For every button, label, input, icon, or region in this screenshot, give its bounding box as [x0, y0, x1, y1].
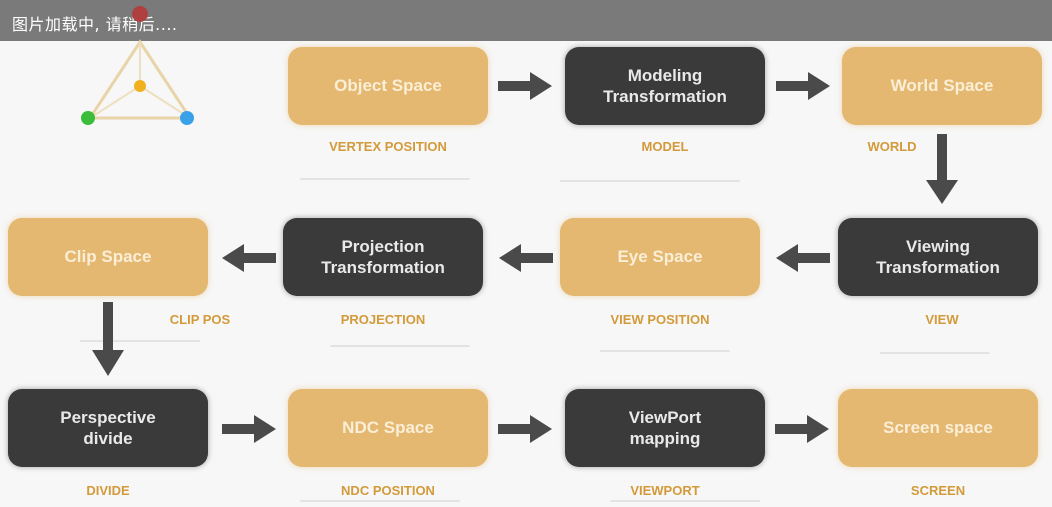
arrow-down-icon: [92, 302, 124, 376]
caption-viewport: VIEWPORT: [630, 483, 700, 498]
caption-modeling: MODEL: [641, 139, 689, 154]
caption-ndc-space: NDC POSITION: [341, 483, 435, 498]
arrow-right-icon: [498, 72, 552, 100]
triangle-logo-icon: [81, 6, 194, 125]
node-eye-space: Eye Space: [560, 218, 760, 296]
node-viewport-mapping: ViewPort mapping: [565, 389, 765, 467]
arrow-down-icon: [926, 134, 958, 204]
caption-screen-space: SCREEN: [910, 483, 966, 498]
arrow-right-icon: [222, 415, 276, 443]
node-screen-space: Screen space: [838, 389, 1038, 467]
node-viewing-transformation: Viewing Transformation: [838, 218, 1038, 296]
loading-banner: 图片加载中, 请稍后....: [0, 0, 1052, 41]
caption-clip-space: CLIP POS: [169, 312, 231, 327]
arrow-left-icon: [222, 244, 276, 272]
caption-object-space: VERTEX POSITION: [329, 139, 447, 154]
arrow-right-icon: [776, 72, 830, 100]
arrow-left-icon: [499, 244, 553, 272]
arrow-left-icon: [776, 244, 830, 272]
node-projection-transformation: Projection Transformation: [283, 218, 483, 296]
arrow-right-icon: [775, 415, 829, 443]
node-ndc-space: NDC Space: [288, 389, 488, 467]
node-object-space: Object Space: [288, 47, 488, 125]
node-perspective-divide: Perspective divide: [8, 389, 208, 467]
caption-projection: PROJECTION: [340, 312, 426, 327]
node-world-space: World Space: [842, 47, 1042, 125]
caption-world-space: WORLD: [867, 139, 917, 154]
arrow-right-icon: [498, 415, 552, 443]
node-modeling-transformation: Modeling Transformation: [565, 47, 765, 125]
caption-viewing: VIEW: [925, 312, 959, 327]
caption-eye-space: VIEW POSITION: [610, 312, 710, 327]
node-clip-space: Clip Space: [8, 218, 208, 296]
caption-perspective-divide: DIVIDE: [86, 483, 130, 498]
